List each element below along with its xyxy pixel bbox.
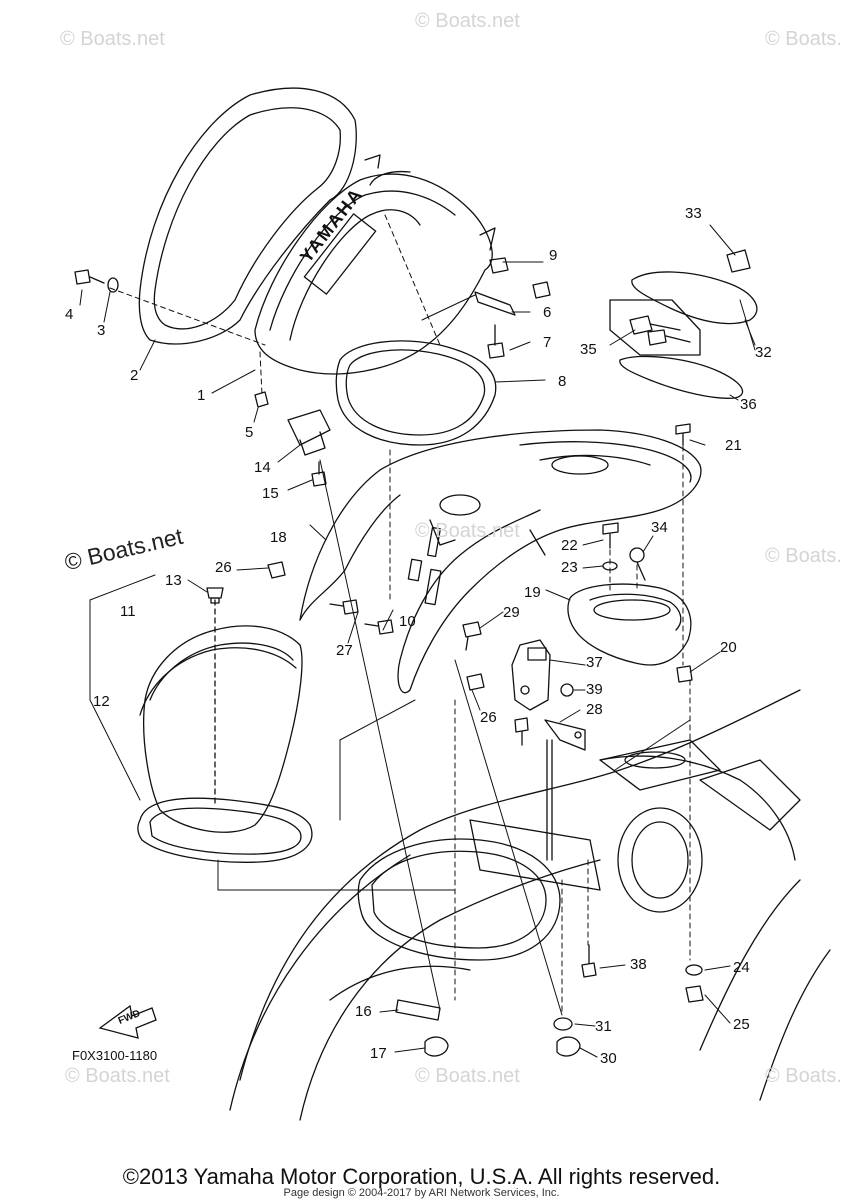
page-design-credit: Page design © 2004-2017 by ARI Network S… xyxy=(283,1187,560,1199)
watermark: © Boats.net xyxy=(765,1065,843,1087)
watermark: © Boats.net xyxy=(765,28,843,50)
part-label-31[interactable]: 31 xyxy=(595,1018,612,1035)
watermark: © Boats.net xyxy=(65,1065,170,1087)
part-label-9[interactable]: 9 xyxy=(549,247,558,264)
part-label-33[interactable]: 33 xyxy=(685,205,702,222)
latch-part xyxy=(511,639,551,711)
assembly-dashed-lines xyxy=(109,214,691,1016)
gasket-part xyxy=(335,340,497,446)
part-label-22[interactable]: 22 xyxy=(561,537,578,554)
part-label-25[interactable]: 25 xyxy=(733,1016,750,1033)
part-label-21[interactable]: 21 xyxy=(725,437,742,454)
part-label-35[interactable]: 35 xyxy=(580,341,597,358)
part-label-26-lower[interactable]: 26 xyxy=(480,709,497,726)
part-label-39[interactable]: 39 xyxy=(586,681,603,698)
part-label-7[interactable]: 7 xyxy=(543,334,552,351)
windshield-part xyxy=(138,87,357,345)
hood-part xyxy=(254,154,496,375)
part-label-14[interactable]: 14 xyxy=(254,459,271,476)
part-label-30[interactable]: 30 xyxy=(600,1050,617,1067)
part-label-23[interactable]: 23 xyxy=(561,559,578,576)
part-label-38[interactable]: 38 xyxy=(630,956,647,973)
part-label-12[interactable]: 12 xyxy=(93,693,110,710)
watermark: © Boats.net xyxy=(415,1065,520,1087)
watermark: © Boats.net xyxy=(415,520,520,542)
part-label-29[interactable]: 29 xyxy=(503,604,520,621)
part-label-19[interactable]: 19 xyxy=(524,584,541,601)
hood-logo-box xyxy=(303,213,377,295)
part-label-37[interactable]: 37 xyxy=(586,654,603,671)
part-label-3[interactable]: 3 xyxy=(97,322,106,339)
part-label-1[interactable]: 1 xyxy=(197,387,206,404)
part-label-5[interactable]: 5 xyxy=(245,424,254,441)
console-body-part xyxy=(299,429,702,694)
part-label-11[interactable]: 11 xyxy=(120,603,136,620)
watermark: © Boats.net xyxy=(765,545,843,567)
part-label-2[interactable]: 2 xyxy=(130,367,139,384)
part-label-36[interactable]: 36 xyxy=(740,396,757,413)
part-label-28[interactable]: 28 xyxy=(586,701,603,718)
hardware-items xyxy=(74,249,751,1057)
part-label-15[interactable]: 15 xyxy=(262,485,279,502)
part-label-26-upper[interactable]: 26 xyxy=(215,559,232,576)
part-label-24[interactable]: 24 xyxy=(733,959,750,976)
hull-deck-part xyxy=(229,689,831,1121)
grommet-13 xyxy=(206,587,224,604)
bracket-part xyxy=(544,719,586,861)
part-label-20[interactable]: 20 xyxy=(720,639,737,656)
part-label-4[interactable]: 4 xyxy=(65,306,74,323)
meter-part xyxy=(567,583,692,666)
fwd-arrow-icon xyxy=(98,1004,157,1039)
part-label-13[interactable]: 13 xyxy=(165,572,182,589)
part-label-10[interactable]: 10 xyxy=(399,613,416,630)
part-label-27[interactable]: 27 xyxy=(336,642,353,659)
part-label-6[interactable]: 6 xyxy=(543,304,552,321)
diagram-code: F0X3100-1180 xyxy=(72,1048,158,1063)
part-label-16[interactable]: 16 xyxy=(355,1003,372,1020)
watermark: © Boats.net xyxy=(415,10,520,32)
leader-lines xyxy=(79,224,756,1058)
part-label-32[interactable]: 32 xyxy=(755,344,772,361)
console-plates xyxy=(407,526,442,606)
watermark: © Boats.net xyxy=(60,28,165,50)
copyright-text: ©2013 Yamaha Motor Corporation, U.S.A. A… xyxy=(122,1164,721,1189)
part-label-34[interactable]: 34 xyxy=(651,519,668,536)
cover-32-36-part xyxy=(609,271,758,399)
storage-bucket-part xyxy=(137,599,313,863)
part-label-18[interactable]: 18 xyxy=(270,529,287,546)
part-label-8[interactable]: 8 xyxy=(558,373,567,390)
part-label-17[interactable]: 17 xyxy=(370,1045,387,1062)
assembly-solid-lines xyxy=(89,294,756,1016)
